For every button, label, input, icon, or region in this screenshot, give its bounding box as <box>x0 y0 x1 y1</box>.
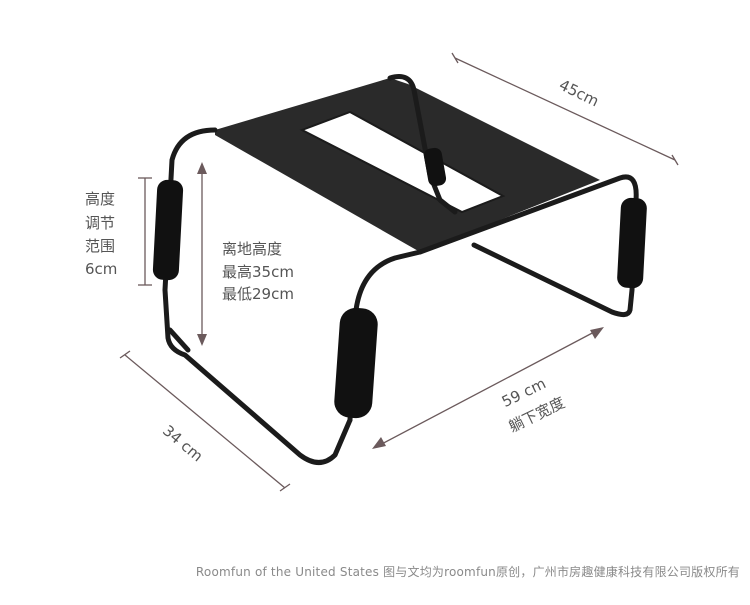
label-adjust-4: 6cm <box>85 260 118 278</box>
label-adjust-3: 范围 <box>85 237 116 255</box>
copyright-footer: Roomfun of the United States 图与文均为roomfu… <box>0 563 750 580</box>
sleeve-front <box>334 307 378 419</box>
label-adjust-1: 高度 <box>85 190 116 208</box>
label-height-1: 离地高度 <box>222 240 283 258</box>
frame-left-front <box>162 127 353 465</box>
label-height-3: 最低29cm <box>222 285 294 303</box>
label-adjust-2: 调节 <box>85 214 116 232</box>
sleeve-left <box>152 179 184 281</box>
frame-right-top <box>417 174 639 318</box>
seat-cutout <box>299 110 506 214</box>
sleeve-back <box>423 147 447 187</box>
arrowheads <box>197 162 604 449</box>
dim-width-line <box>454 57 676 161</box>
copyright-text: Roomfun of the United States 图与文均为roomfu… <box>195 565 740 579</box>
label-height-2: 最高35cm <box>222 263 294 281</box>
dimension-lines <box>119 52 679 492</box>
frame-lower-left <box>167 327 191 353</box>
dim-depth-line <box>124 354 286 489</box>
sleeve-right <box>617 197 647 289</box>
dim-under-line <box>377 329 599 447</box>
